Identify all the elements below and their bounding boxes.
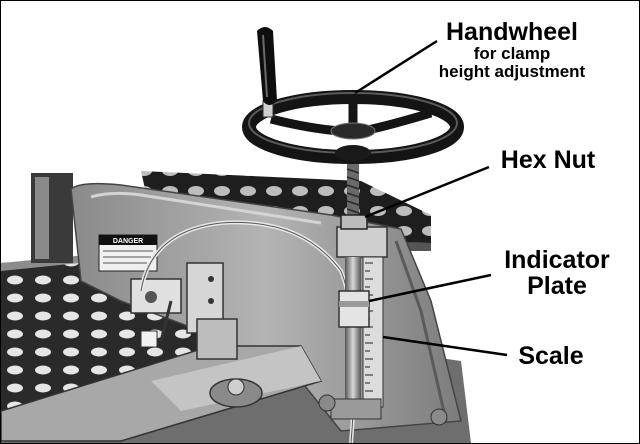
handwheel-label: Handwheel bbox=[446, 18, 578, 46]
hex-nut-shape bbox=[340, 214, 368, 230]
scale-label: Scale bbox=[518, 342, 584, 370]
handwheel-shape bbox=[242, 27, 464, 164]
leader-lines bbox=[354, 39, 508, 357]
limit-switch-assembly bbox=[130, 262, 238, 360]
handwheel-callout: Handwheel for clamp height adjustment bbox=[419, 19, 605, 81]
indicator-plate-label-line2: Plate bbox=[527, 272, 587, 301]
handwheel-sublabel-line1: for clamp bbox=[473, 44, 551, 64]
warning-decal: DANGER bbox=[98, 234, 158, 272]
scale-callout: Scale bbox=[501, 342, 601, 370]
warning-sign-text: DANGER bbox=[113, 238, 143, 245]
handwheel-sublabel-line2: height adjustment bbox=[438, 62, 586, 82]
threaded-screw bbox=[340, 163, 368, 230]
scale-column bbox=[318, 226, 448, 426]
clamp-arm bbox=[1, 345, 323, 442]
hex-nut-label: Hex Nut bbox=[500, 146, 596, 174]
indicator-plate-callout: Indicator Plate bbox=[487, 247, 627, 300]
indicator-plate-label-line1: Indicator bbox=[504, 246, 610, 274]
hex-nut-callout: Hex Nut bbox=[483, 146, 613, 174]
